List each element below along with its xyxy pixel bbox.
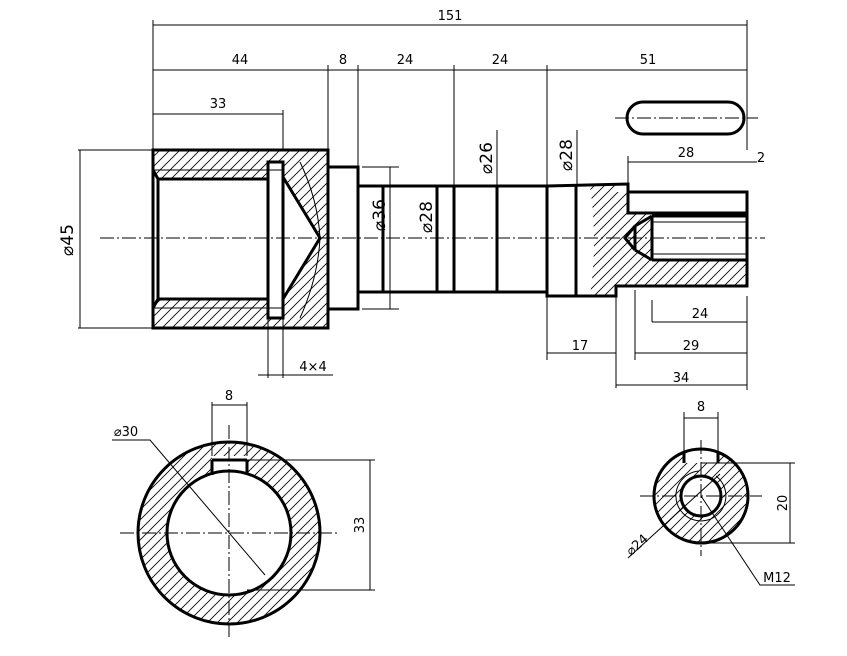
dim-8: 8	[339, 53, 347, 68]
dim-2: 2	[757, 151, 765, 166]
dim-44: 44	[232, 53, 249, 68]
dim-groove: 4×4	[299, 360, 326, 375]
collar-outline	[328, 165, 360, 311]
section-a-key-width: 8	[225, 389, 233, 404]
sleeve-break-line	[299, 161, 321, 319]
section-b-key-width: 8	[697, 400, 705, 415]
sleeve-top-hatch	[153, 150, 328, 328]
section-b-dia: ⌀24	[624, 532, 652, 559]
section-b: 8 20 ⌀24 M12	[624, 400, 795, 586]
dimension-lines	[78, 20, 757, 390]
dim-17: 17	[572, 339, 589, 354]
section-a-dims	[112, 402, 375, 591]
dim-33: 33	[210, 97, 227, 112]
section-b-dims	[627, 412, 795, 586]
groove-ring	[266, 160, 285, 320]
dim-24b: 24	[492, 53, 509, 68]
section-b-ring-hatch	[654, 449, 748, 543]
dim-dia-28-shaft: ⌀28	[557, 139, 577, 171]
bore-section-outline	[358, 184, 456, 294]
section-b-keyway	[682, 452, 720, 463]
section-a-ring-hatch	[138, 442, 320, 624]
dim-51: 51	[640, 53, 657, 68]
section-b-thread-major	[675, 470, 727, 522]
section-a: 8 ⌀30 33	[112, 389, 375, 640]
shaft-end-inner	[574, 186, 747, 296]
sleeve-bore-lines	[151, 169, 268, 309]
section-a-dia: ⌀30	[114, 425, 138, 440]
neck-outline	[454, 184, 547, 294]
dim-24a: 24	[397, 53, 414, 68]
section-a-centerlines	[120, 425, 340, 640]
keyway-slot	[625, 100, 746, 136]
dim-34: 34	[673, 371, 690, 386]
sleeve-outline	[151, 148, 330, 330]
dim-dia-36: ⌀36	[370, 199, 390, 231]
dim-29: 29	[683, 339, 700, 354]
sleeve-inner-step	[153, 169, 283, 309]
dim-dia-26: ⌀26	[477, 142, 497, 174]
dim-28: 28	[678, 146, 695, 161]
sleeve-inner-clear	[158, 179, 268, 299]
section-b-thread: M12	[763, 571, 791, 586]
section-b-height: 20	[776, 495, 791, 512]
dim-dia-45: ⌀45	[58, 224, 78, 256]
thread-lines	[652, 221, 747, 255]
dim-24-thread: 24	[692, 307, 709, 322]
dim-overall-length: 151	[438, 9, 463, 24]
main-view: 151 44 8 24 24 51 33 ⌀45 ⌀36 ⌀28 ⌀26 ⌀28…	[58, 9, 765, 390]
dim-dia-28-bore: ⌀28	[417, 201, 437, 233]
section-a-height: 33	[353, 517, 368, 534]
